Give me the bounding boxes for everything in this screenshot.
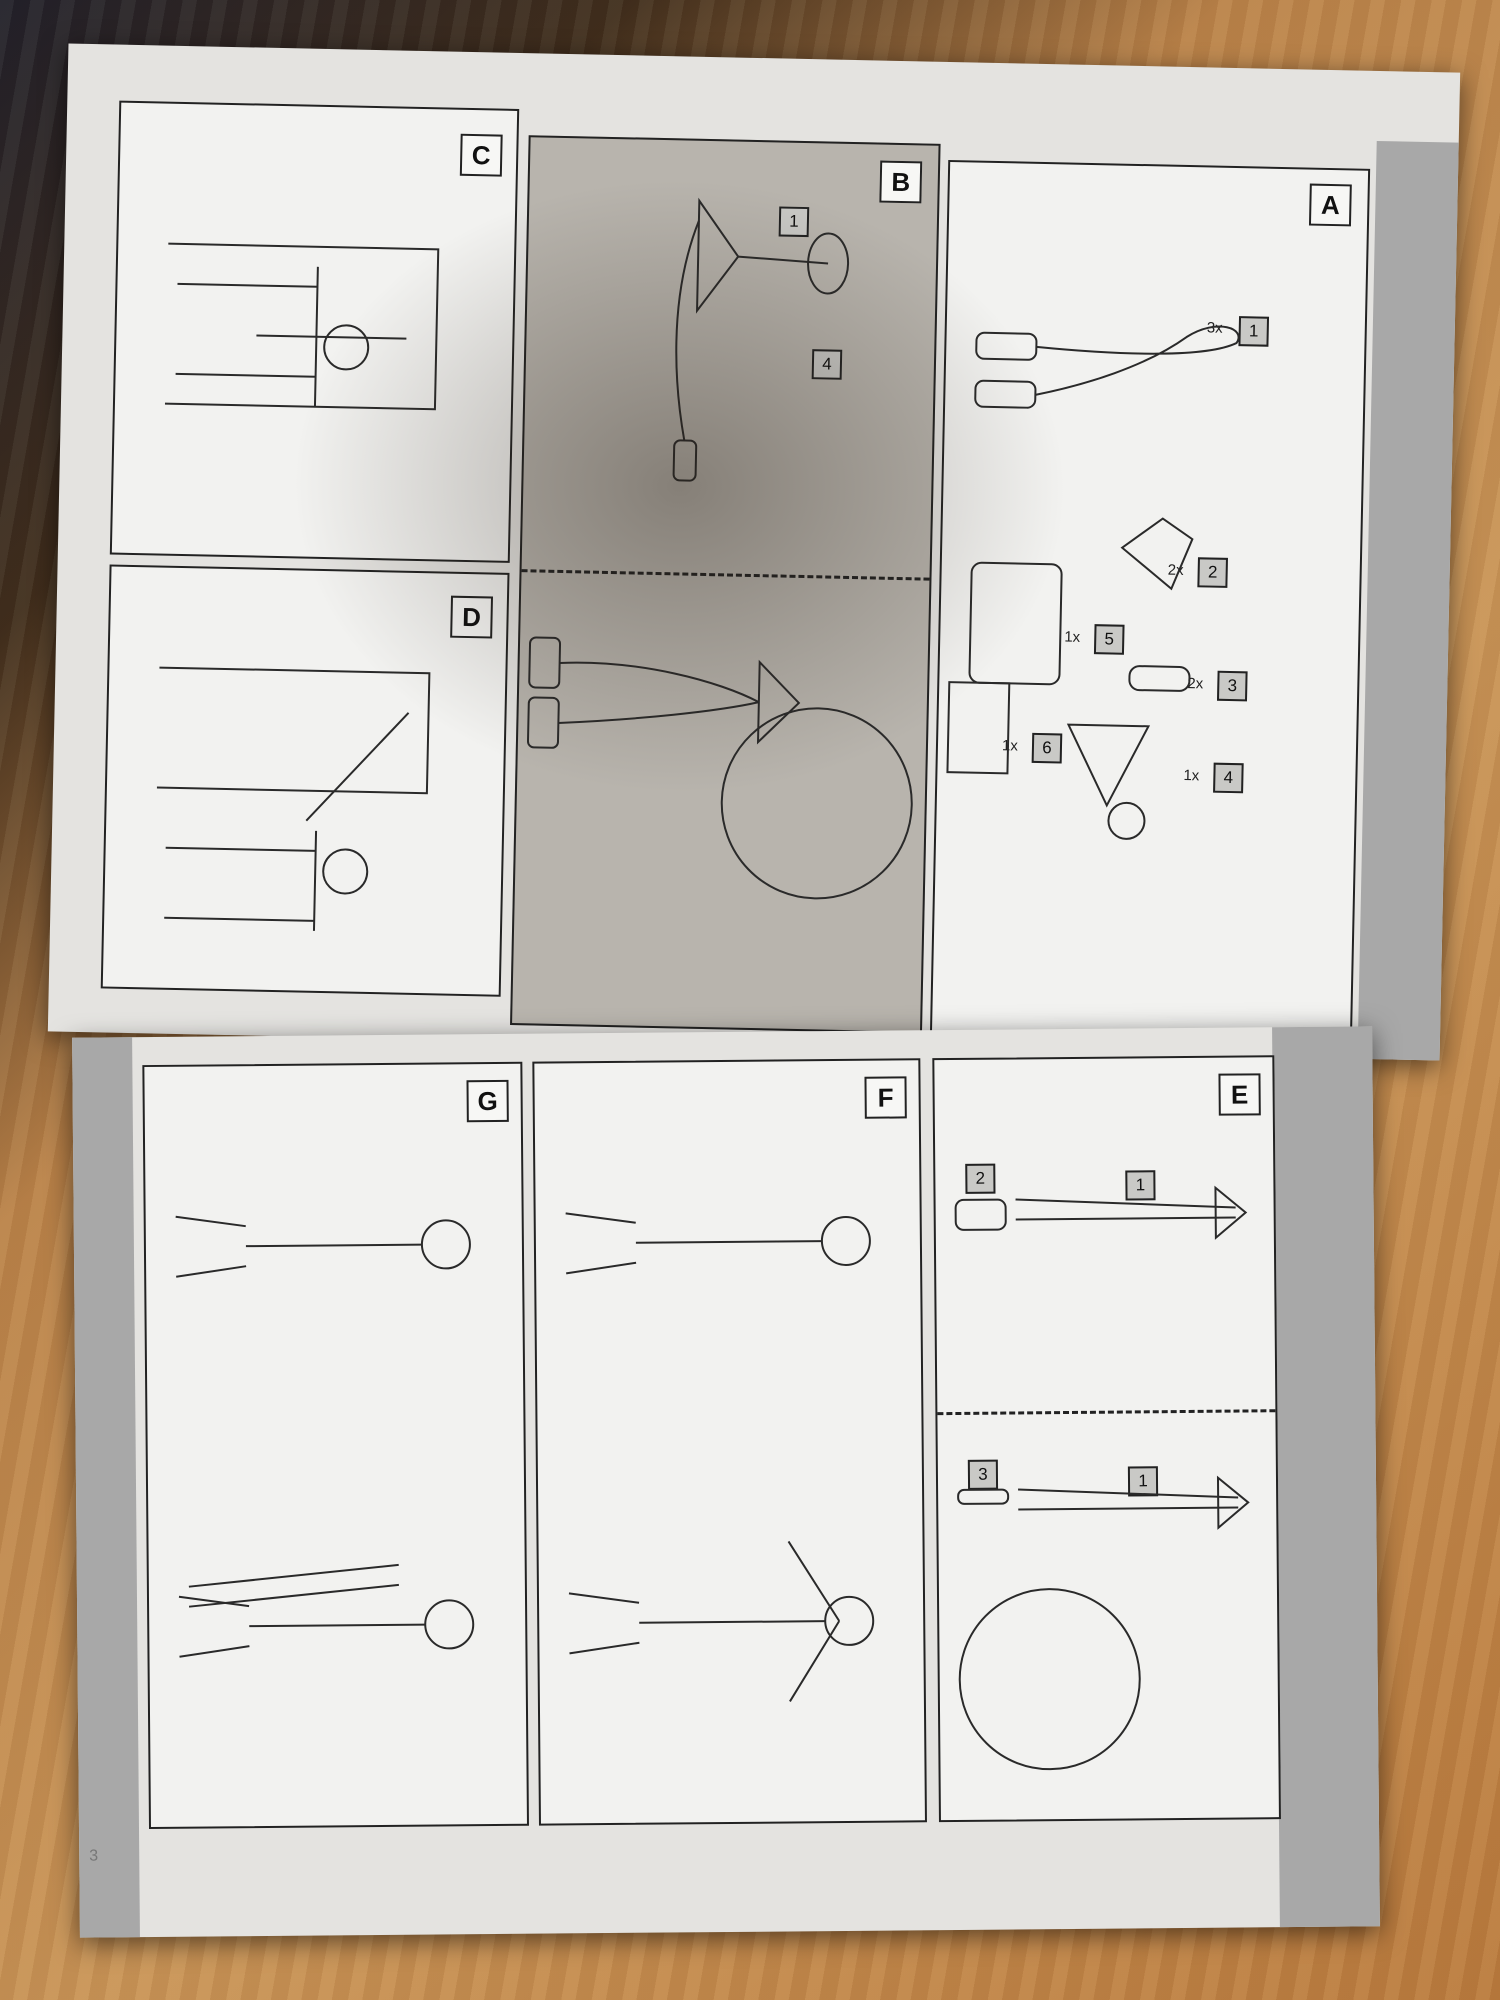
shadow-overlay — [282, 168, 1076, 805]
panel-b: B 1 4 — [510, 135, 941, 1034]
panel-g: G — [142, 1061, 529, 1830]
panel-d: D — [100, 564, 510, 997]
panel-a: A 3x 1 2x 2 2x 3 1x 4 1x 5 1x 6 — [929, 159, 1371, 1043]
assembly-illustration — [954, 1185, 1250, 1771]
parts-illustration — [946, 325, 1240, 840]
exercise-illustration — [164, 242, 440, 411]
exercise-illustration — [156, 666, 431, 931]
page-edge-band — [1272, 1026, 1380, 1928]
anchor-illustration — [526, 197, 913, 900]
manual-page-top: A 3x 1 2x 2 2x 3 1x 4 1x 5 1x 6 B 1 4 — [47, 43, 1461, 1061]
page-number: 3 — [89, 1847, 99, 1865]
exercise-illustration — [175, 1215, 475, 1658]
page-edge-band — [72, 1037, 140, 1938]
panel-c: C — [109, 100, 520, 563]
manual-page-bottom: E 2 1 3 1 F G — [72, 1026, 1380, 1938]
panel-f: F — [532, 1058, 927, 1826]
exercise-illustration — [565, 1212, 875, 1702]
panel-e: E 2 1 3 1 — [932, 1055, 1281, 1823]
